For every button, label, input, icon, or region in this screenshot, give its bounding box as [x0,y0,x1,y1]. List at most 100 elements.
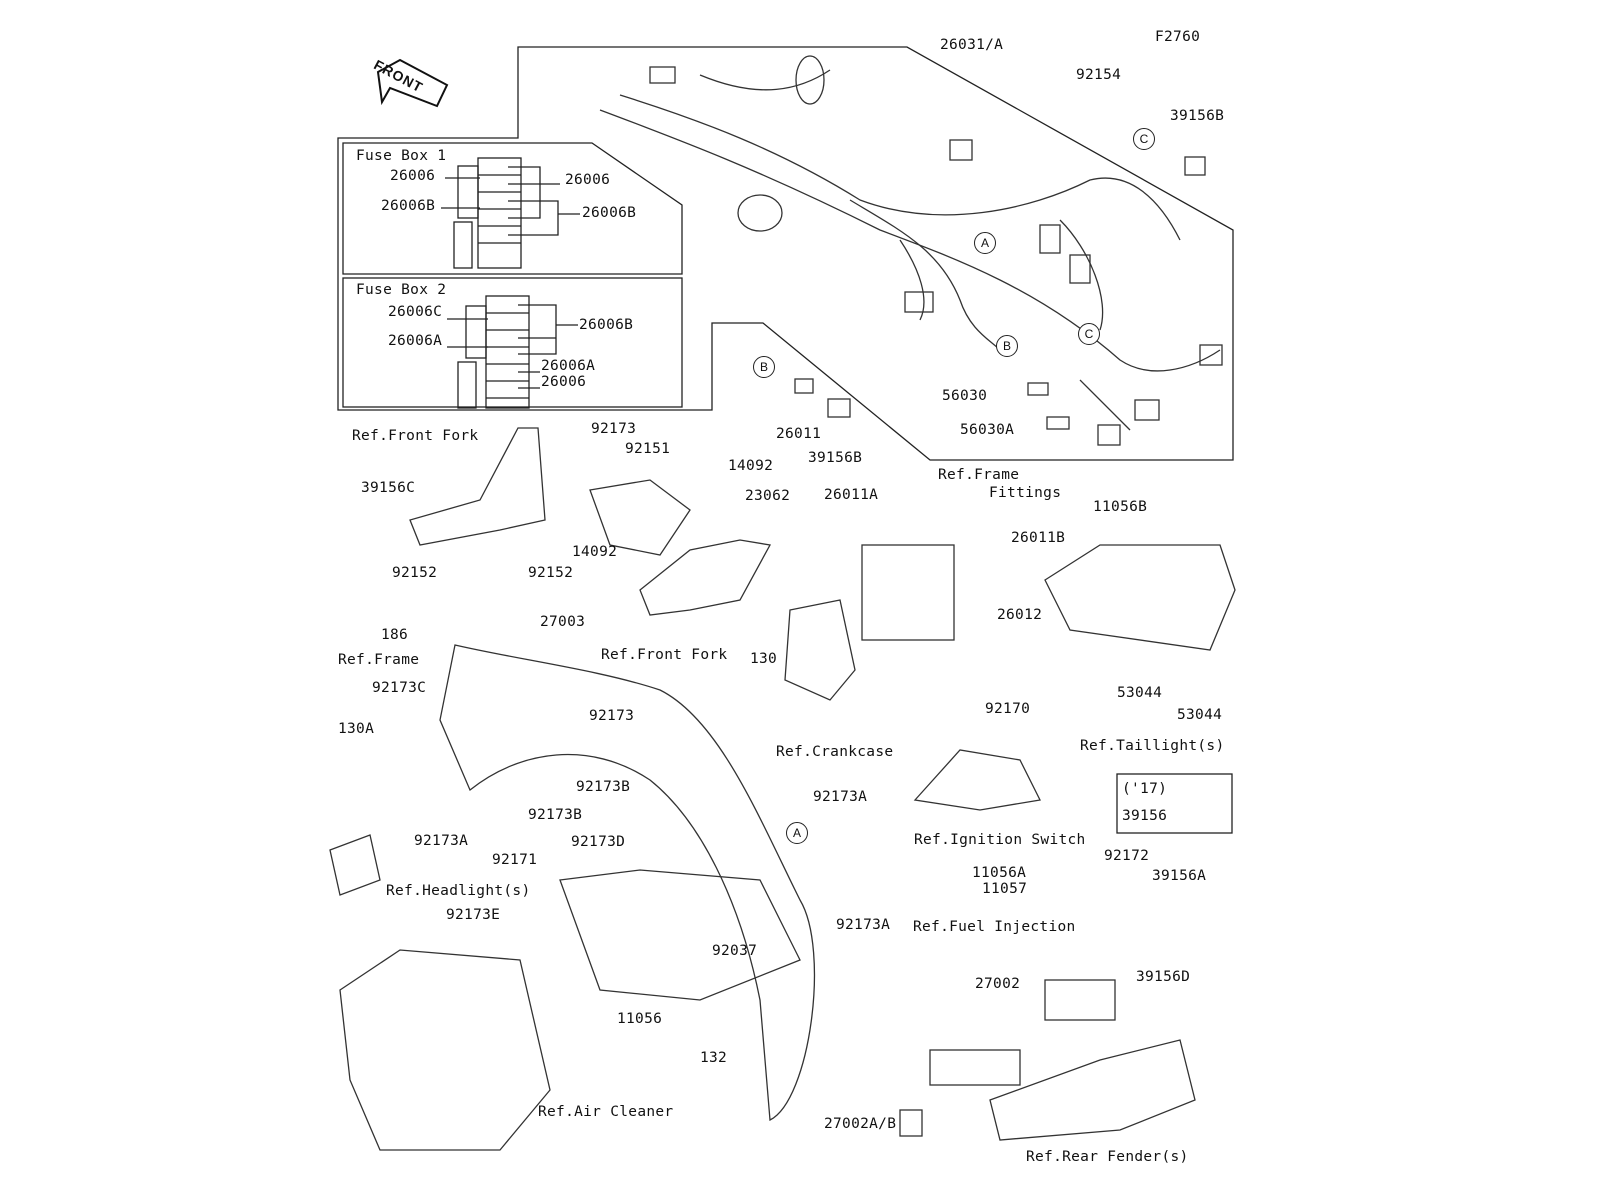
part-label: Ref.Frame [938,467,1020,483]
callout-c: C [1133,128,1155,150]
part-label: 53044 [1117,685,1163,701]
ecu-drawing [929,1049,1021,1086]
part-label: 53044 [1177,707,1223,723]
fuse-box-2-outline [342,277,683,408]
fuse-box-1-outline [342,142,683,275]
fuse-box-1-title: Fuse Box 1 [356,148,447,164]
part-label: 26011 [776,426,822,442]
part-label: 11056B [1093,499,1148,515]
part-label: 92151 [625,441,671,457]
air-cleaner-drawing [339,949,551,1151]
part-label: 27002 [975,976,1021,992]
part-label: 11056A [972,865,1027,881]
callout-a: A [974,232,996,254]
front-arrow-icon [376,58,449,108]
fuse-box-2-title: Fuse Box 2 [356,282,447,298]
part-label: Ref.Fuel Injection [913,919,1076,935]
ignition-switch-drawing [589,479,691,556]
part-label: 14092 [728,458,774,474]
part-label: Ref.Front Fork [601,647,728,663]
parts-silhouettes [329,427,1236,1151]
crankcase-drawing [784,599,856,701]
year-box-title: ('17) [1122,781,1168,797]
part-label: 26006A [388,333,443,349]
part-label: 132 [700,1050,728,1066]
part-label: Ref.Crankcase [776,744,894,760]
mudguard-drawing [559,869,801,1001]
part-label: 27002A/B [824,1116,897,1132]
part-label: 39156B [808,450,863,466]
ecu-upper-drawing [1044,979,1116,1021]
fuse-box-2-drawing [447,295,578,409]
part-label: 92173B [576,779,631,795]
year-box-outline [1116,773,1233,834]
part-label: 92172 [1104,848,1150,864]
part-label: 23062 [745,488,791,504]
part-label: Ref.Front Fork [352,428,479,444]
frame-drawing [439,644,816,1122]
callout-a: A [786,822,808,844]
part-label: Fittings [989,485,1062,501]
battery-case-drawing [1044,544,1236,651]
part-label: 186 [381,627,409,643]
part-label: 26011A [824,487,879,503]
part-label: 39156C [361,480,416,496]
part-label: 130 [750,651,778,667]
part-label: 92173A [813,789,868,805]
part-label: 26006 [541,374,587,390]
year-box-part: 39156 [1122,808,1168,824]
part-label: 11057 [982,881,1028,897]
part-label: 92173B [528,807,583,823]
part-label: 92173D [571,834,626,850]
part-label: 92173 [591,421,637,437]
part-label: 26012 [997,607,1043,623]
part-label: 130A [338,721,375,737]
battery-drawing [861,544,955,641]
part-label: 92152 [528,565,574,581]
part-label: 92173E [446,907,501,923]
callout-b: B [996,335,1018,357]
part-label: 92173A [414,833,469,849]
part-label: 26006B [381,198,436,214]
callout-b: B [753,356,775,378]
part-label: 39156D [1136,969,1191,985]
part-label: 26031/A [940,37,1004,53]
part-label: Ref.Ignition Switch [914,832,1086,848]
part-label: 26006C [388,304,443,320]
part-label: Ref.Rear Fender(s) [1026,1149,1189,1165]
part-label: 26006 [565,172,611,188]
part-label: Ref.Taillight(s) [1080,738,1225,754]
fork-stem-drawing [409,427,546,546]
harness-group-outline [337,46,1234,461]
part-label: 92152 [392,565,438,581]
part-label: 92170 [985,701,1031,717]
rear-fender-drawing [989,1039,1196,1141]
part-label: 39156B [1170,108,1225,124]
part-label: 26006B [579,317,634,333]
part-label: 39156A [1152,868,1207,884]
part-label: Ref.Frame [338,652,420,668]
part-label: Ref.Air Cleaner [538,1104,674,1120]
part-label: 56030 [942,388,988,404]
part-label: 92173C [372,680,427,696]
diagram-code: F2760 [1155,29,1201,45]
part-label: 11056 [617,1011,663,1027]
part-label: 26006B [582,205,637,221]
part-label: 92154 [1076,67,1122,83]
part-label: 26006A [541,358,596,374]
callout-c: C [1078,323,1100,345]
part-label: 92037 [712,943,758,959]
headlight-stay-drawing [329,834,381,896]
part-label: 56030A [960,422,1015,438]
part-label: 14092 [572,544,618,560]
top-bridge-drawing [639,539,772,616]
taillight-bracket-drawing [913,749,1041,811]
part-label: 92171 [492,852,538,868]
part-label: 92173 [589,708,635,724]
main-harness-drawing [599,55,1223,446]
part-label: 92173A [836,917,891,933]
part-label: 26011B [1011,530,1066,546]
fuse-box-1-drawing [441,157,580,269]
